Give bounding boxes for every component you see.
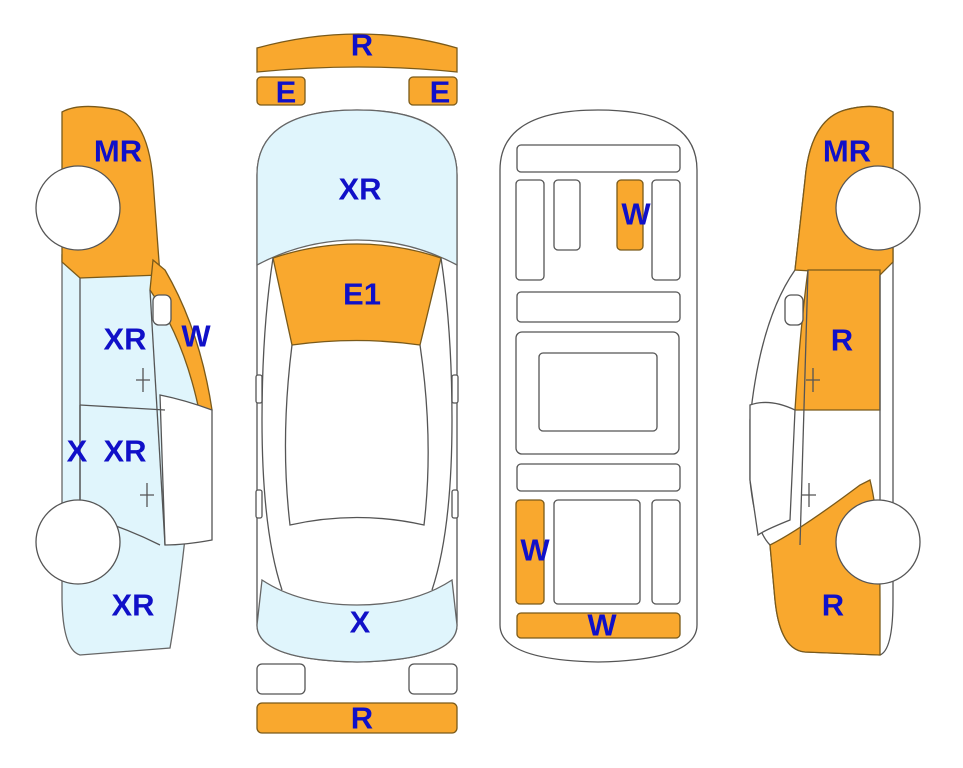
- label-left-rocker: X: [67, 434, 88, 469]
- taillight-left: [256, 663, 306, 695]
- headlight-right-panel[interactable]: [408, 76, 458, 106]
- label-rear-window: X: [350, 605, 371, 640]
- label-left-front-door: XR: [103, 322, 146, 357]
- label-floor-rear-panel: W: [587, 608, 617, 643]
- hood-panel[interactable]: [256, 109, 458, 267]
- floor-front-right-panel[interactable]: [616, 179, 644, 251]
- right-rear-wheel-icon: [835, 499, 921, 585]
- left-side-window: [159, 394, 213, 546]
- damage-labels: R E E XR E1 X R MR W XR X XR XR W W W MR…: [67, 28, 871, 736]
- right-front-wheel-icon: [835, 165, 921, 251]
- label-left-rear-door: XR: [103, 434, 146, 469]
- headlight-left-panel[interactable]: [256, 76, 306, 106]
- label-floor-rear-left: W: [520, 533, 550, 568]
- floor-rear-panel[interactable]: [516, 612, 681, 639]
- left-front-wheel-icon: [35, 165, 121, 251]
- front-bumper-panel[interactable]: [256, 33, 458, 73]
- right-front-door-panel[interactable]: [794, 269, 881, 411]
- label-headlight-right: E: [430, 75, 451, 110]
- label-right-front-door: R: [831, 323, 853, 358]
- right-side-view: [749, 105, 921, 656]
- label-hood: XR: [338, 172, 381, 207]
- label-right-quarter: R: [822, 588, 844, 623]
- floor-rear-left-panel[interactable]: [515, 499, 545, 605]
- label-left-quarter: XR: [111, 588, 154, 623]
- label-right-front-fender: MR: [823, 134, 871, 169]
- label-windshield-roof: E1: [343, 277, 381, 312]
- rear-window-panel[interactable]: [256, 578, 458, 663]
- label-rear-bumper: R: [351, 701, 373, 736]
- label-left-front-fender: MR: [94, 134, 142, 169]
- top-view: [255, 33, 459, 734]
- label-floor-front-right: W: [621, 197, 651, 232]
- label-front-bumper: R: [351, 28, 373, 63]
- label-left-a-pillar: W: [181, 319, 211, 354]
- floor-view: [499, 109, 698, 663]
- taillight-right: [408, 663, 458, 695]
- left-side-view: [35, 105, 213, 656]
- left-rear-wheel-icon: [35, 499, 121, 585]
- rear-bumper-panel[interactable]: [256, 702, 458, 734]
- label-headlight-left: E: [276, 75, 297, 110]
